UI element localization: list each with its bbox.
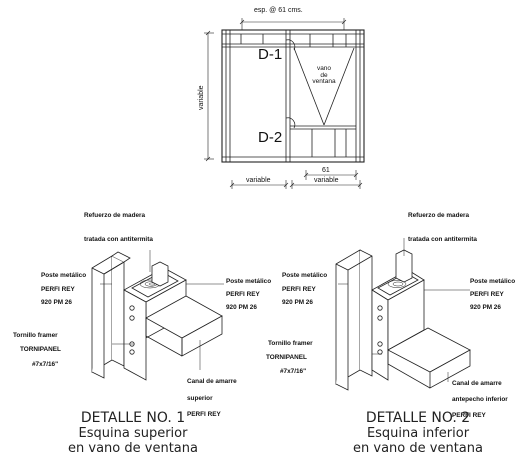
opening-label-line-3: ventana bbox=[312, 78, 336, 85]
opening-label: vano de ventana bbox=[306, 65, 342, 86]
door-2-label: D-2 bbox=[258, 129, 283, 146]
d1-post-left-2: PERFI REY bbox=[41, 286, 75, 293]
d2-channel-1: Canal de amarre bbox=[452, 380, 502, 387]
d1-title-1: DETALLE NO. 1 bbox=[80, 410, 186, 426]
detail-2-leaders bbox=[338, 238, 470, 382]
d2-reinforcement-2: tratada con antitermita bbox=[408, 236, 477, 243]
d1-post-left-3: 920 PM 26 bbox=[41, 299, 72, 306]
opening-label-line-1: vano bbox=[316, 65, 332, 72]
d1-title-3: en vano de ventana bbox=[68, 441, 198, 456]
width-left-label: variable bbox=[246, 177, 271, 184]
d2-post-right-2: PERFI REY bbox=[470, 291, 504, 298]
d2-screw-2: TORNIPANEL bbox=[266, 354, 307, 361]
d2-post-left-1: Poste metálico bbox=[282, 272, 328, 279]
d2-title-3: en vano de ventana bbox=[353, 441, 483, 456]
d1-title-2: Esquina superior bbox=[78, 426, 188, 441]
detail-1-leaders bbox=[100, 250, 224, 370]
d1-screw-1: Tornillo framer bbox=[13, 332, 58, 339]
spacing-label: esp. @ 61 cms. bbox=[254, 7, 303, 14]
door-1-label: D-1 bbox=[258, 46, 283, 63]
height-label: variable bbox=[198, 85, 205, 110]
d2-post-right-1: Poste metálico bbox=[470, 278, 516, 285]
d2-screw-1: Tornillo framer bbox=[268, 340, 313, 347]
detail-1-title: DETALLE NO. 1 Esquina superior en vano d… bbox=[33, 410, 233, 456]
d1-channel-3: PERFI REY bbox=[187, 411, 221, 418]
d1-post-right-2: PERFI REY bbox=[226, 291, 260, 298]
d2-reinforcement-1: Refuerzo de madera bbox=[408, 212, 470, 219]
d2-screw-3: #7x7/16" bbox=[280, 368, 307, 375]
d1-screw-3: #7x7/16" bbox=[32, 361, 59, 368]
d1-reinforcement-2: tratada con antitermita bbox=[84, 236, 153, 243]
detail-2-title: DETALLE NO. 2 Esquina inferior en vano d… bbox=[318, 410, 518, 456]
elevation-dimensions bbox=[204, 18, 363, 189]
d2-post-left-3: 920 PM 26 bbox=[282, 299, 313, 306]
stud-spacing-label: 61 bbox=[322, 167, 330, 174]
detail-2-drawing bbox=[335, 249, 471, 391]
d1-screw-2: TORNIPANEL bbox=[20, 346, 61, 353]
d1-post-left-1: Poste metálico bbox=[41, 272, 87, 279]
d2-post-right-3: 920 PM 26 bbox=[470, 304, 501, 311]
wall-elevation bbox=[221, 29, 365, 163]
d2-channel-3: PERFI REY bbox=[452, 412, 486, 419]
d2-title-2: Esquina inferior bbox=[366, 426, 470, 441]
width-right-label: variable bbox=[314, 177, 339, 184]
opening-label-line-2: de bbox=[320, 71, 328, 79]
d1-channel-2: superior bbox=[187, 395, 213, 402]
d1-channel-1: Canal de amarre bbox=[187, 378, 237, 385]
d2-post-left-2: PERFI REY bbox=[282, 286, 316, 293]
d2-title-1: DETALLE NO. 2 bbox=[365, 410, 471, 426]
d1-post-right-3: 920 PM 26 bbox=[226, 304, 257, 311]
d1-reinforcement-1: Refuerzo de madera bbox=[84, 212, 146, 219]
detail-1-drawing bbox=[91, 251, 223, 381]
d1-post-right-1: Poste metálico bbox=[226, 278, 272, 285]
d2-channel-2: antepecho inferior bbox=[452, 396, 508, 403]
